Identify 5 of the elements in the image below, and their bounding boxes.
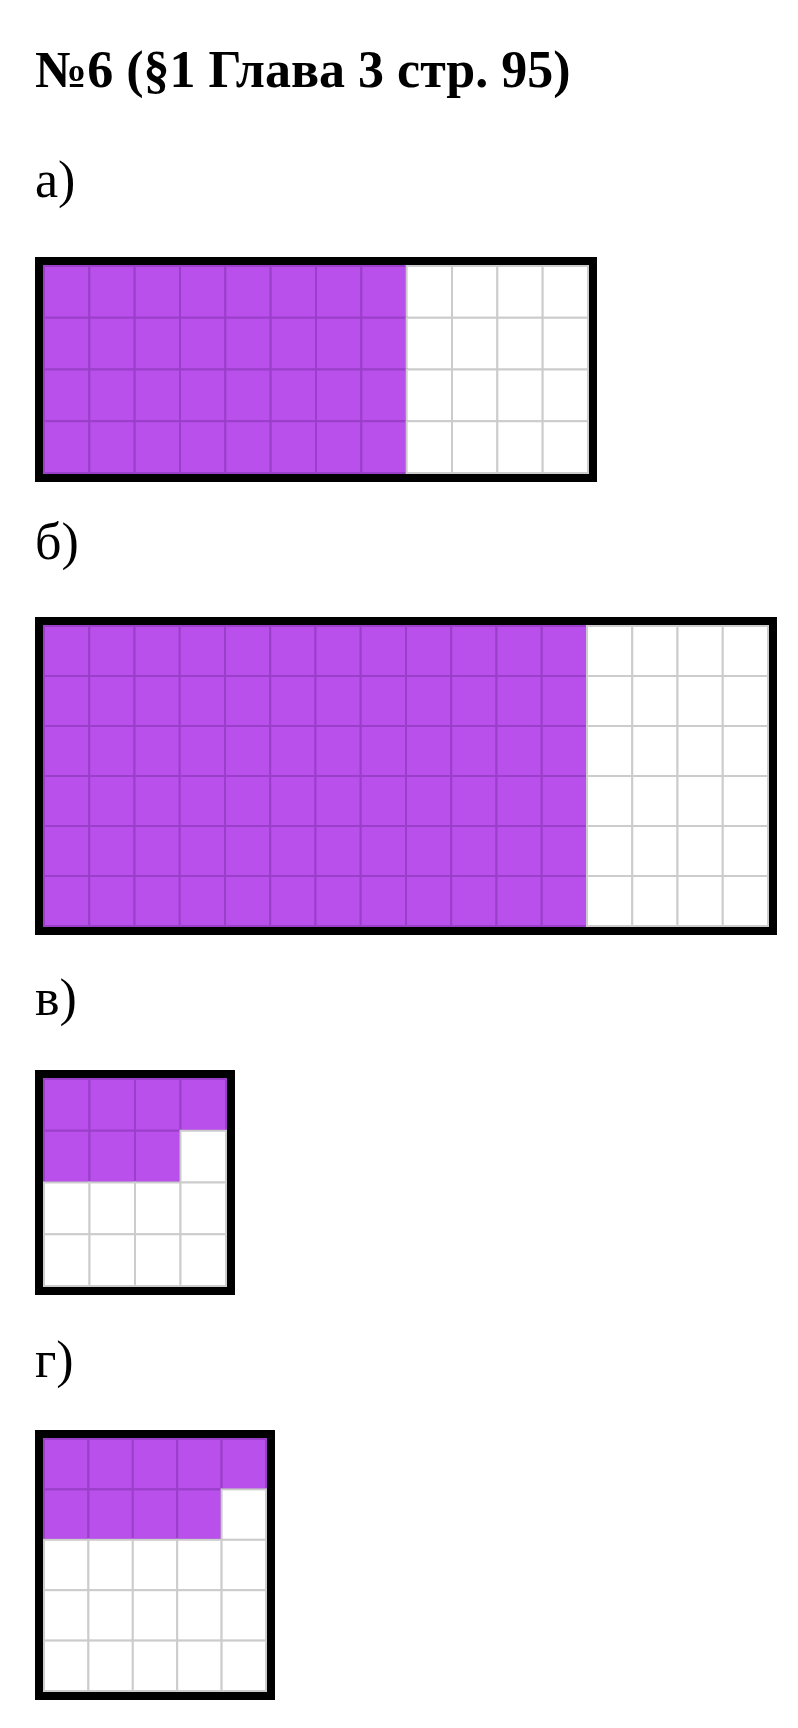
- page-title: №6 (§1 Глава 3 стр. 95): [35, 40, 571, 99]
- part-label: б): [35, 512, 79, 571]
- part-label: г): [35, 1330, 74, 1389]
- part-label: в): [35, 968, 77, 1027]
- part-label: а): [35, 150, 76, 209]
